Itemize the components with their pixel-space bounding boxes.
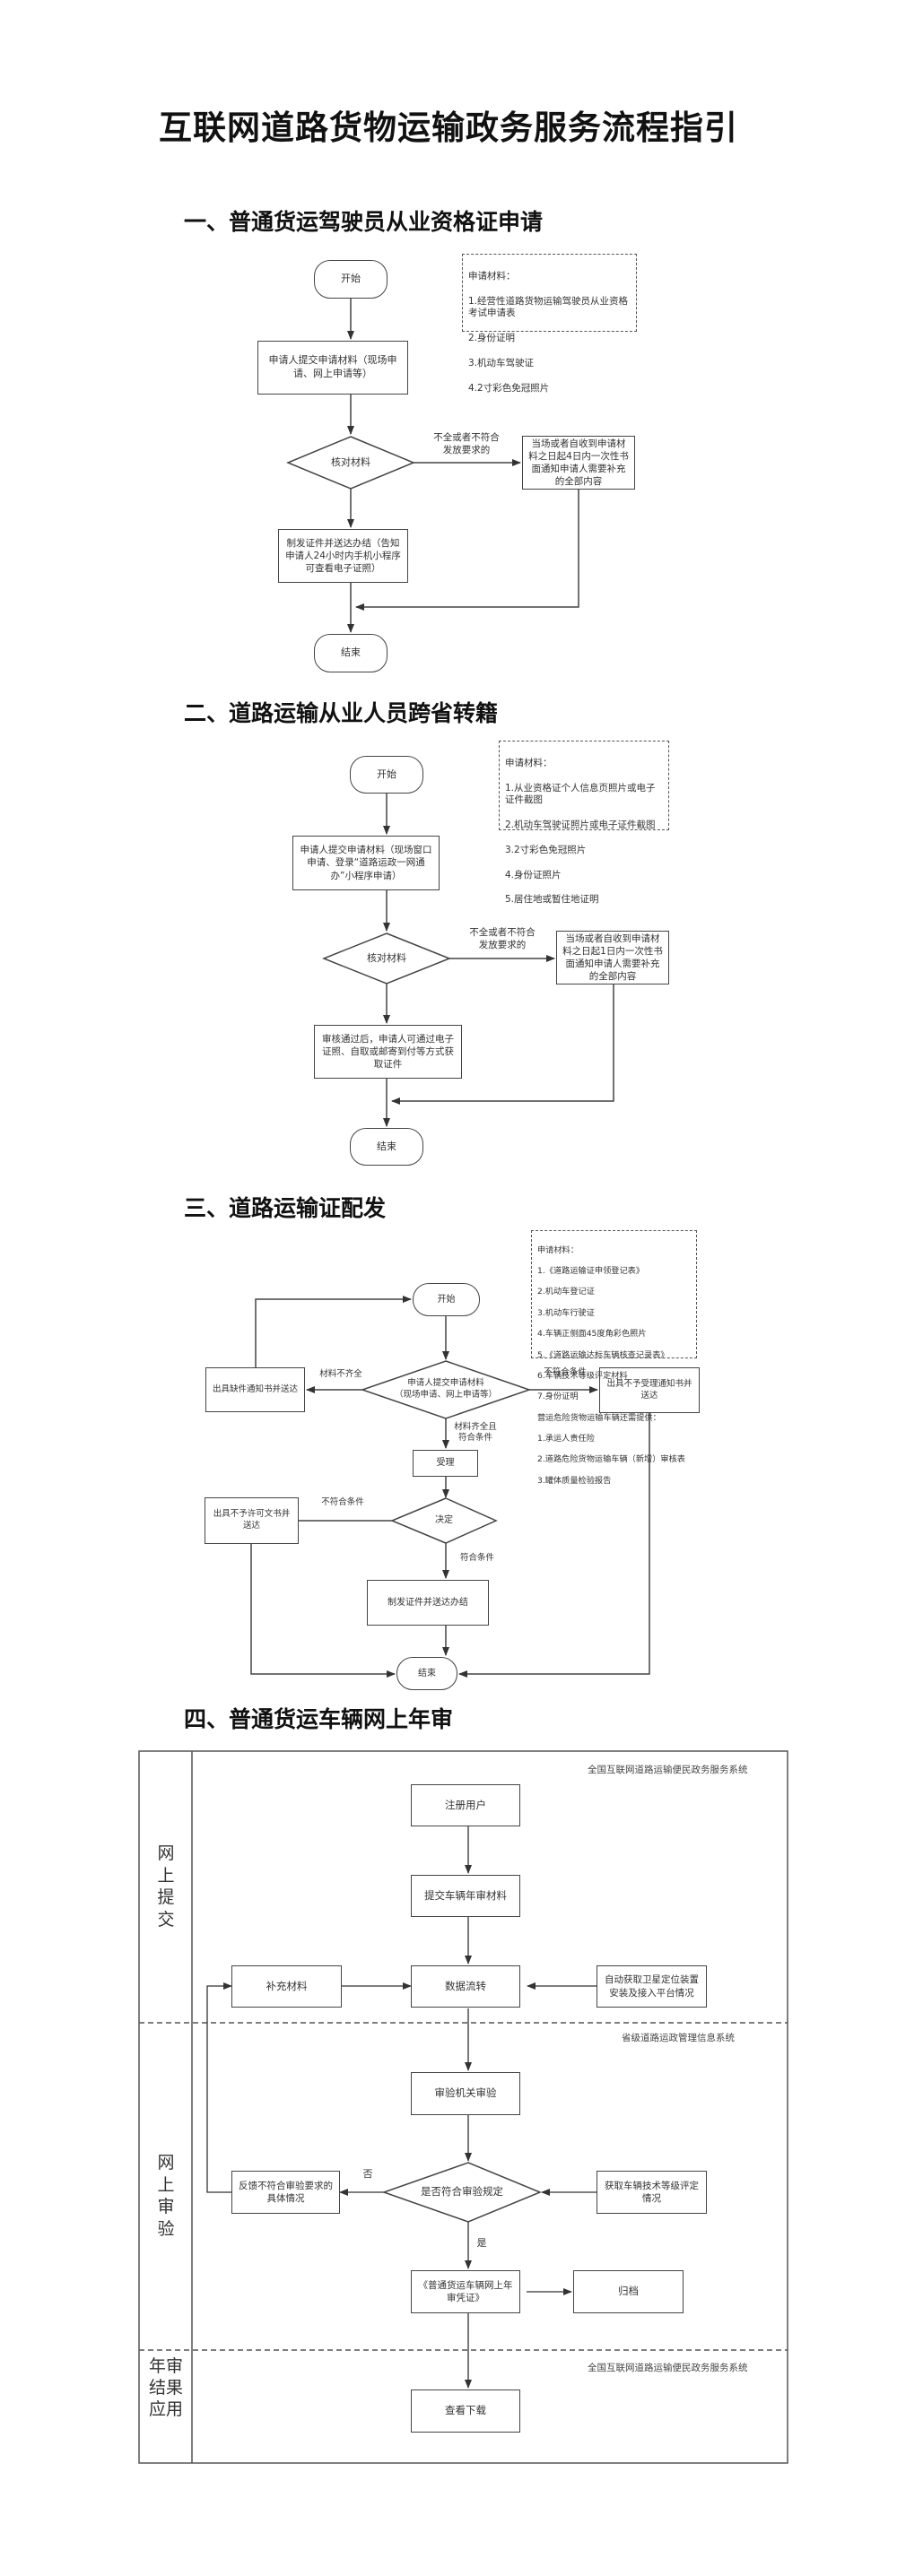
s2-material-item: 4.身份证照片 [505,869,562,880]
s3-extra-title: 营运危险货物运输车辆还需提供： [537,1412,661,1423]
s1-material-item: 4.2寸彩色免冠照片 [468,382,550,394]
s3-material-item: 4.车辆正侧面45度角彩色照片 [537,1329,647,1340]
s3-material-item: 2.机动车登记证 [537,1287,595,1297]
s3-end-node: 结束 [396,1657,457,1690]
s3-material-item: 7.身份证明 [537,1392,579,1402]
s4-yes-label: 是 [476,2237,487,2249]
s3-line-missing-return [255,1296,412,1367]
s3-down-label: 材料齐全且 符合条件 [454,1422,497,1444]
s3-reject-notice-node: 出具不予受理通知书并送达 [599,1367,700,1413]
s4-download-node: 查看下载 [411,2390,520,2433]
section-1-heading: 一、普通货运驾驶员从业资格证申请 [184,209,544,235]
s4-supplement-node: 补充材料 [231,1965,342,2008]
s3-extra-item: 3.罐体质量检验报告 [537,1475,612,1486]
s2-material-item: 5.居住地或暂住地证明 [505,894,599,906]
s1-check-label: 核对材料 [331,455,370,468]
s2-material-item: 2.机动车驾驶证照片或电子证件截图 [505,820,656,831]
s2-materials-box: 申请材料： 1.从业资格证个人信息页照片或电子证件截图 2.机动车驾驶证照片或电… [499,741,669,905]
s3-material-item: 5.《道路运输达标车辆核查记录表》 [537,1349,669,1360]
s3-material-item: 6.车辆技术等级评定材料 [537,1370,628,1381]
s2-branch-label: 不全或者不符合 发放要求的 [469,927,536,950]
s1-start-node: 开始 [314,260,388,299]
s2-material-item: 1.从业资格证个人信息页照片或电子证件截图 [505,782,656,806]
s4-lane-label-result: 年审 结果 应用 [148,2356,183,2419]
s4-gps-node: 自动获取卫星定位装置安装及接入平台情况 [597,1965,707,2008]
s3-decide-label: 决定 [435,1515,453,1526]
s3-line-reject-end [458,1413,650,1678]
s3-right-label: 不符合条件 [544,1367,587,1377]
s2-line-notify-return [391,984,614,1105]
s2-start-node: 开始 [350,756,423,794]
s3-accept-node: 受理 [413,1450,478,1477]
s4-compliant-label: 是否符合审验规定 [421,2185,503,2199]
s2-material-item: 3.2寸彩色免冠照片 [505,844,587,855]
s4-feedback-node: 反馈不符合审验要求的具体情况 [231,2171,340,2214]
s2-check-label: 核对材料 [367,951,406,964]
s1-materials-box: 申请材料： 1.经营性道路货物运输驾驶员从业资格考试申请表 2.身份证明 3.机… [462,254,637,394]
s4-system-label-provincial: 省级道路运政管理信息系统 [622,2033,735,2043]
s1-result-node: 制发证件并送达办结（告知申请人24小时内手机小程序可查看电子证照） [278,529,408,583]
s3-result-node: 制发证件并送达办结 [367,1580,489,1626]
s3-line-deny-end [250,1544,396,1678]
s4-archive-node: 归档 [573,2270,684,2313]
s4-lane-label-submit: 网 上 提 交 [157,1843,175,1930]
s4-system-label-national: 全国互联网道路运输便民政务服务系统 [588,1765,748,1775]
s1-material-item: 3.机动车驾驶证 [468,357,535,369]
s3-decide-left-label: 不符合条件 [321,1497,364,1507]
s3-decide-down-label: 符合条件 [459,1553,494,1563]
s4-register-node: 注册用户 [411,1784,520,1826]
s4-certificate-node: 《普通货运车辆网上年审凭证》 [411,2270,520,2313]
s3-start-node: 开始 [413,1283,480,1316]
s3-materials-title: 申请材料： [537,1245,579,1255]
s1-branch-label: 不全或者不符合 发放要求的 [433,432,500,455]
s2-materials-title: 申请材料： [505,757,553,768]
s3-deny-node: 出具不予许可文书并送达 [205,1497,299,1544]
s1-material-item: 1.经营性道路货物运输驾驶员从业资格考试申请表 [468,295,629,319]
s1-material-item: 2.身份证明 [468,333,516,344]
s2-end-node: 结束 [350,1128,423,1166]
s1-apply-node: 申请人提交申请材料（现场申请、网上申请等） [257,341,408,395]
page-title: 互联网道路货物运输政务服务流程指引 [159,108,738,147]
s4-submit-node: 提交车辆年审材料 [411,1875,520,1917]
s4-swimlane-frame [138,1750,788,2464]
s4-lane-label-review: 网 上 审 验 [157,2153,175,2240]
s4-tech-grade-node: 获取车辆技术等级评定情况 [597,2171,707,2214]
s3-materials-box: 申请材料： 1.《道路运输证申领登记表》 2.机动车登记证 3.机动车行驶证 4… [531,1230,697,1486]
s1-end-node: 结束 [314,634,388,672]
s3-extra-item: 2.道路危险货物运输车辆（新增）审核表 [537,1454,685,1465]
s4-line-feedback-supplement [206,1982,232,2193]
s4-no-label: 否 [362,2168,373,2180]
s2-result-node: 审核通过后，申请人可通过电子证照、自取或邮寄到付等方式获取证件 [314,1025,462,1079]
s3-material-item: 3.机动车行驶证 [537,1307,595,1318]
s3-left-label: 材料不齐全 [319,1369,362,1379]
section-2-heading: 二、道路运输从业人员跨省转籍 [184,700,499,726]
s4-review-node: 审验机关审验 [411,2072,520,2115]
section-4-heading: 四、普通货运车辆网上年审 [184,1706,454,1732]
s1-notify-node: 当场或者自收到申请材料之日起4日内一次性书面通知申请人需要补充的全部内容 [522,436,635,490]
s3-material-item: 1.《道路运输证申领登记表》 [537,1266,645,1277]
s3-extra-item: 1.承运人责任险 [537,1434,595,1444]
s1-line-notify-return [355,490,579,611]
section-3-heading: 三、道路运输证配发 [184,1195,387,1221]
s3-apply-label: 申请人提交申请材料 （现场申请、网上申请等） [394,1378,497,1400]
s3-missing-notice-node: 出具缺件通知书并送达 [205,1367,305,1412]
s2-notify-node: 当场或者自收到申请材料之日起1日内一次性书面通知申请人需要补充的全部内容 [556,931,669,984]
s4-dataflow-node: 数据流转 [411,1965,520,2008]
s4-system-label-national-2: 全国互联网道路运输便民政务服务系统 [588,2363,748,2373]
s1-materials-title: 申请材料： [468,270,516,282]
s2-apply-node: 申请人提交申请材料（现场窗口申请、登录“道路运政一网通办”小程序申请） [292,836,440,890]
